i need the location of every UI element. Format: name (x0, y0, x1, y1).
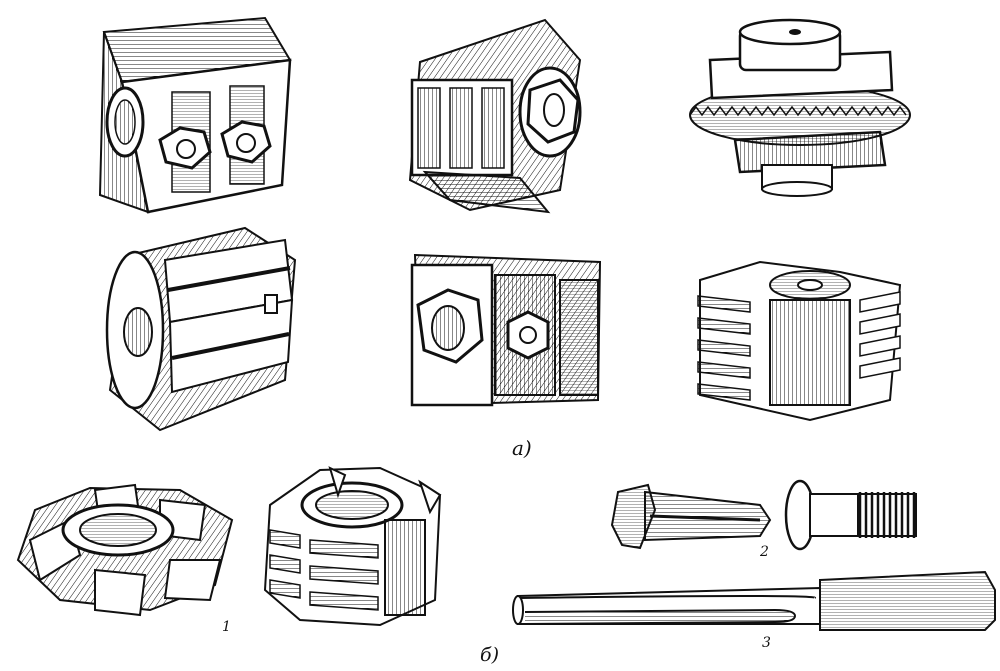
slot-drill-illustration (512, 570, 996, 631)
profile-comb-cutter-illustration (697, 260, 902, 422)
item-2-label: 2 (760, 544, 769, 560)
cutter-block-illustration (98, 16, 292, 214)
cutter-head-knives-illustration (408, 18, 582, 214)
end-mill-illustration (610, 479, 917, 551)
profile-blade-ring-illustration (263, 466, 442, 627)
cutter-head-nut-illustration (410, 253, 602, 407)
six-blade-ring-illustration (16, 483, 234, 617)
disc-saw-cutter-illustration (689, 18, 911, 197)
part-b-label: б) (480, 644, 500, 666)
part-a-label: а) (512, 436, 532, 460)
item-1-label: 1 (222, 619, 231, 635)
item-3-label: 3 (762, 635, 771, 651)
slotted-cutter-head-illustration (105, 226, 297, 432)
